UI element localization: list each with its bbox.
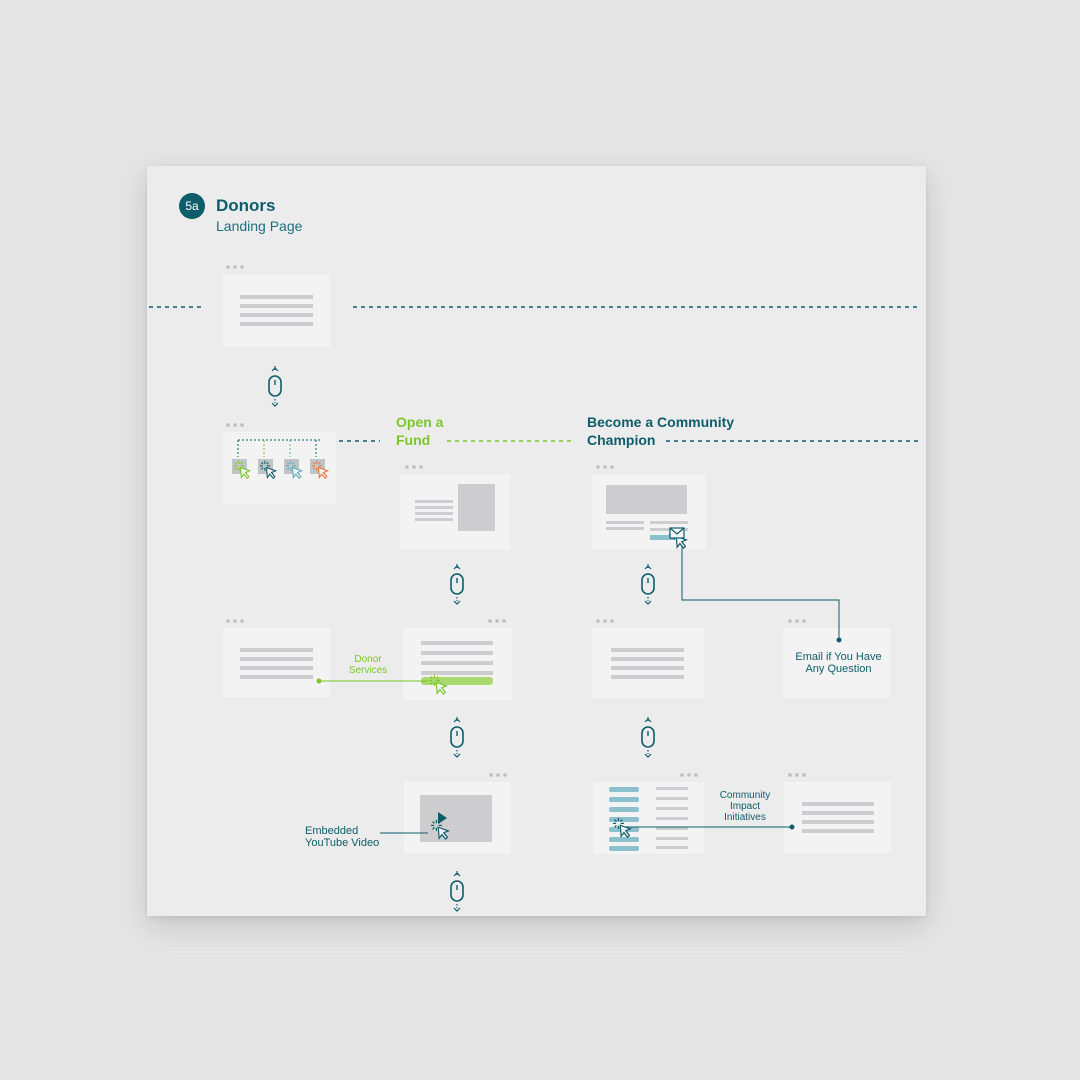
scroll-mouse-icon (641, 716, 655, 758)
page-title: Donors (216, 196, 276, 215)
card-open-fund (400, 465, 510, 550)
community-impact-label: Community Impact Initiatives (719, 790, 771, 823)
email-question-label: Email if You Have Any Question (795, 651, 882, 675)
section-community-champion: Become a Community Champion (587, 414, 735, 448)
card-fund-form (403, 619, 512, 700)
scroll-mouse-icon (450, 716, 464, 758)
scroll-mouse-icon (450, 870, 464, 912)
play-icon (438, 812, 447, 824)
card-donor-services-left (223, 619, 330, 697)
card-champion-info (592, 619, 704, 698)
scroll-mouse-icon (641, 563, 655, 605)
card-initiatives-list (593, 773, 704, 854)
donor-services-label: Donor Services (348, 654, 388, 676)
section-dividers (149, 306, 920, 442)
scroll-mouse-icon (268, 365, 282, 407)
section-open-fund: Open a Fund (396, 414, 444, 448)
scroll-mouse-icon (450, 563, 464, 605)
embedded-video-label: Embedded YouTube Video (305, 825, 380, 849)
card-video (404, 773, 511, 854)
annotation-lines (316, 545, 842, 834)
card-email-question (783, 619, 890, 698)
card-top-landing (223, 265, 330, 347)
page-subtitle: Landing Page (216, 218, 303, 234)
step-badge: 5a (179, 193, 205, 219)
envelope-icon (669, 527, 685, 539)
card-champion (592, 465, 706, 549)
card-initiatives-detail (784, 773, 891, 853)
